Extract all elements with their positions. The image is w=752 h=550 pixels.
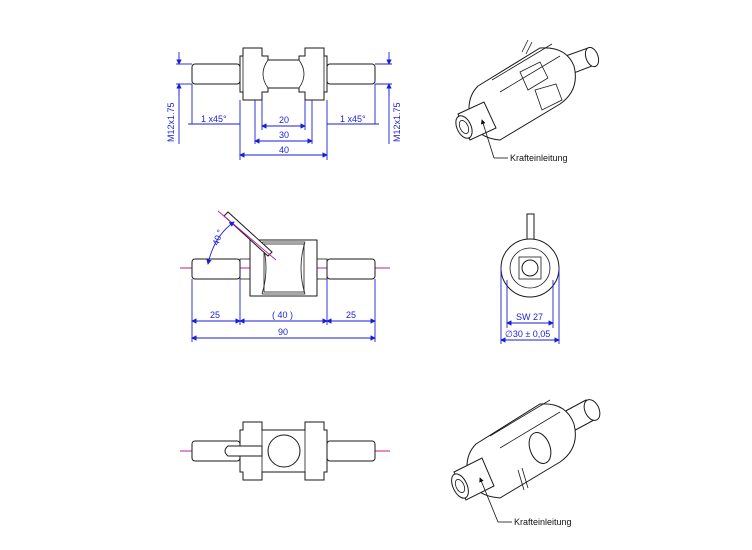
side-dim-left-label: 25 <box>210 310 220 320</box>
iso-view-bottom: Krafteinleitung <box>451 399 601 527</box>
thread-left-label: M12x1.75 <box>166 102 176 142</box>
body-bore <box>262 59 305 89</box>
bottom-pin <box>224 445 263 457</box>
side-dim-right-label: 25 <box>346 310 356 320</box>
dim-20-label: 20 <box>279 115 289 125</box>
end-view: SW 27 ∅30 ± 0,05 <box>500 213 560 344</box>
chamfer-left-label: 1 x45° <box>201 114 227 124</box>
bottom-bore <box>267 434 301 468</box>
thread-right-label: M12x1.75 <box>392 102 402 142</box>
left-stud <box>191 63 241 85</box>
end-wrench-label: SW 27 <box>516 312 543 322</box>
side-right-stud <box>326 258 376 280</box>
bottom-view <box>180 421 390 481</box>
top-view: M12x1.75 M12x1.75 1 x45° 1 x45° 20 30 40 <box>166 47 402 160</box>
side-left-stud <box>191 258 241 280</box>
chamfer-right-label: 1 x45° <box>340 114 366 124</box>
end-diameter-label: ∅30 ± 0,05 <box>505 329 550 339</box>
side-angle-label: 40 ° <box>210 228 225 247</box>
bottom-right-stud <box>326 440 376 462</box>
iso-view-top: Krafteinleitung <box>455 39 600 163</box>
side-dim-total-label: 90 <box>278 327 288 337</box>
right-stud <box>326 63 376 85</box>
body-outline <box>239 47 328 101</box>
iso-top-label: Krafteinleitung <box>510 153 568 163</box>
iso-bottom-label: Krafteinleitung <box>514 517 572 527</box>
end-pin <box>526 213 535 241</box>
side-dim-center-label: ( 40 ) <box>272 310 293 320</box>
dim-40-label: 40 <box>279 145 289 155</box>
end-bore <box>521 259 539 277</box>
side-view: 40 ° 25 ( 40 ) 25 90 <box>180 210 390 342</box>
dim-30-label: 30 <box>279 130 289 140</box>
side-pin <box>223 211 273 257</box>
